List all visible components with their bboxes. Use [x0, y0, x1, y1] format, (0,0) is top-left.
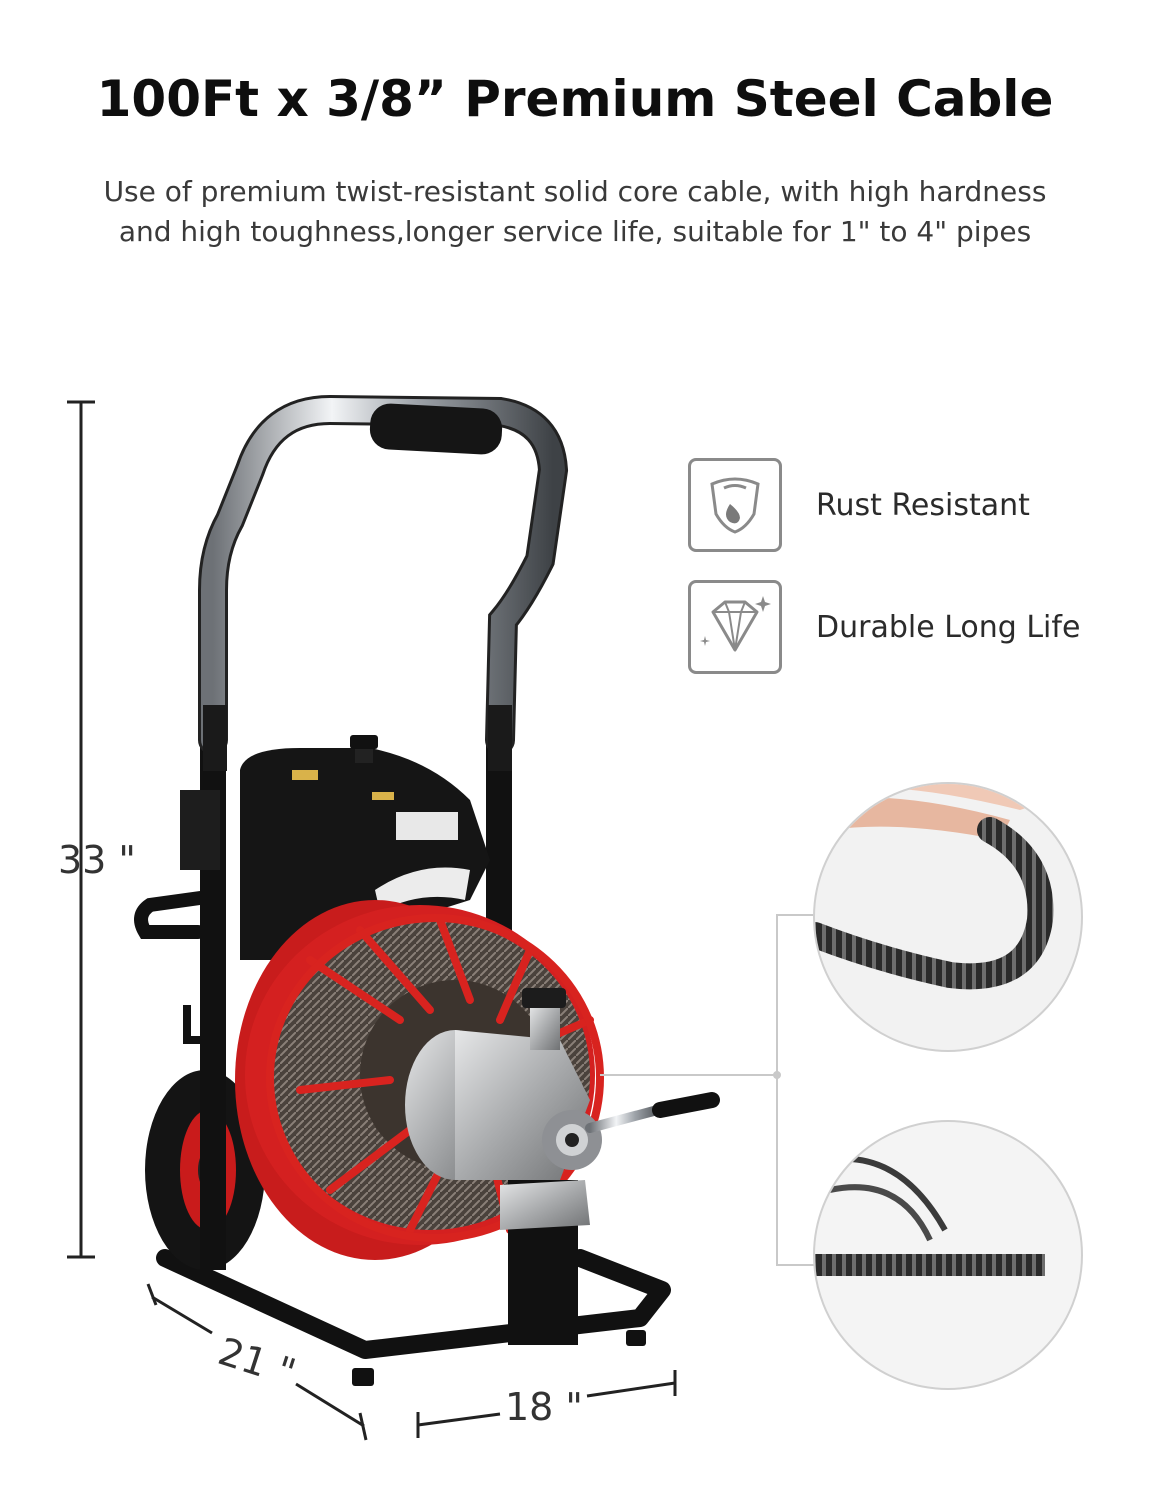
feed-unit — [405, 988, 720, 1345]
cable-closeup-hand — [813, 782, 1083, 1052]
height-label: 33 " — [58, 838, 136, 882]
diamond-icon — [688, 580, 782, 674]
shield-drop-icon — [688, 458, 782, 552]
subtitle-line-2: and high toughness,longer service life, … — [118, 215, 1032, 248]
width-label: 18 " — [505, 1385, 583, 1429]
page-title: 100Ft x 3/8” Premium Steel Cable — [96, 70, 1054, 128]
page-subtitle: Use of premium twist-resistant solid cor… — [60, 172, 1090, 252]
depth-dimension-line — [146, 1283, 368, 1441]
subtitle-line-1: Use of premium twist-resistant solid cor… — [103, 175, 1047, 208]
cable-closeup-end — [813, 1120, 1083, 1390]
callout-connector — [600, 914, 815, 1266]
base-frame — [156, 1249, 671, 1359]
chrome-handle — [198, 394, 569, 755]
feature-label: Rust Resistant — [816, 487, 1030, 523]
feature-durable: Durable Long Life — [688, 580, 1080, 674]
feature-label: Durable Long Life — [816, 609, 1081, 645]
height-dimension-line — [67, 400, 95, 1259]
feature-rust-resistant: Rust Resistant — [688, 458, 1030, 552]
width-dimension-line — [416, 1370, 677, 1438]
